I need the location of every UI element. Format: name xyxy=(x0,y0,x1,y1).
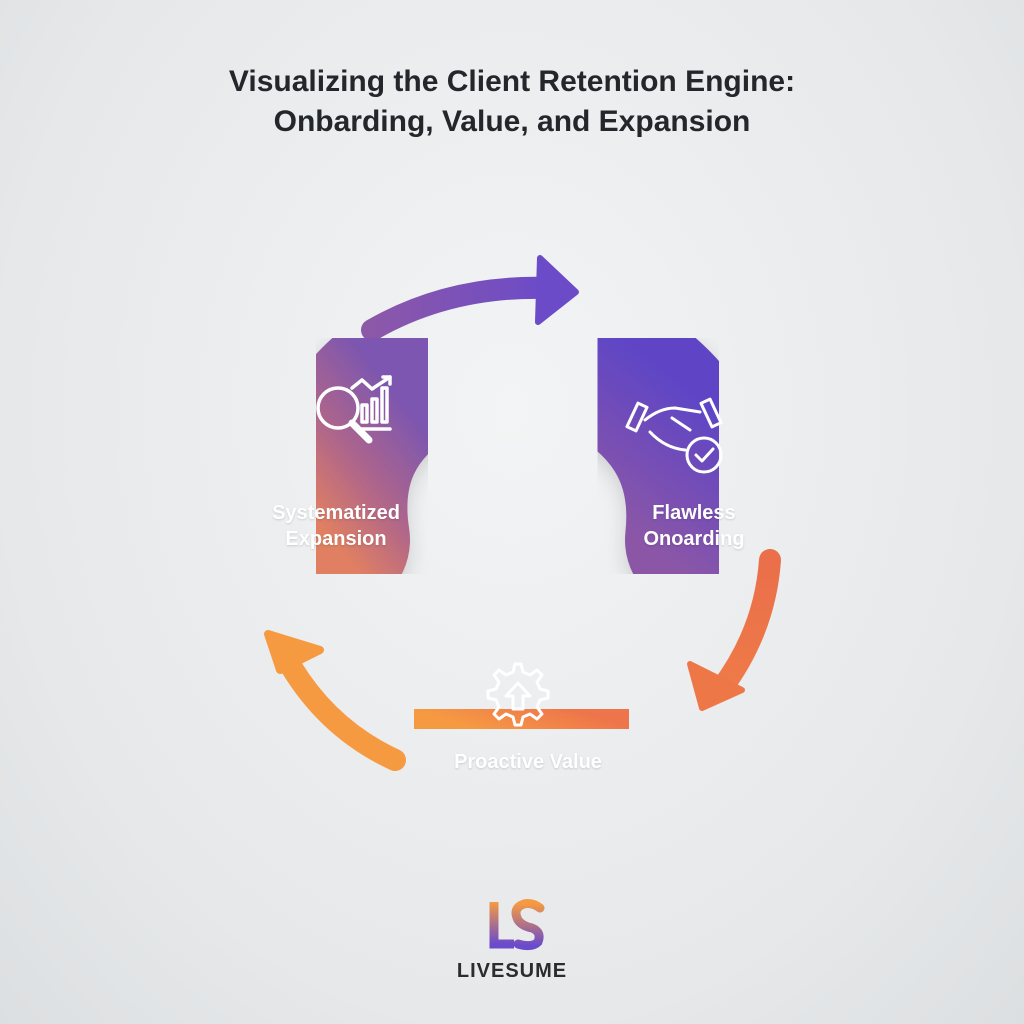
arrow-right xyxy=(687,549,781,711)
arrow-left xyxy=(264,630,406,771)
brand-name: LIVESUME xyxy=(456,960,568,982)
title-line-1: Visualizing the Client Retention Engine: xyxy=(228,65,796,98)
gear-up-arrow-icon xyxy=(486,662,550,727)
handshake-check-icon xyxy=(625,397,723,474)
stage-label-line: Expansion xyxy=(285,528,387,550)
stage-blob-expansion xyxy=(257,297,487,615)
stage-blob-onboarding xyxy=(540,297,777,615)
stage-label-line: Flawless xyxy=(652,502,736,524)
title-line-2: Onbarding, Value, and Expansion xyxy=(273,105,751,138)
magnifier-growth-chart-icon xyxy=(316,375,392,444)
stage-label-line: Systematized xyxy=(272,502,400,524)
livesume-logo xyxy=(462,898,562,959)
stage-label-value: Proactive Value xyxy=(454,751,602,773)
stage-label-onboarding: Flawless Onoarding xyxy=(604,500,784,552)
page-title: Visualizing the Client Retention Engine:… xyxy=(0,62,1024,142)
stage-label-expansion: Systematized Expansion xyxy=(246,500,426,552)
stage-label-line: Onoarding xyxy=(643,528,745,550)
